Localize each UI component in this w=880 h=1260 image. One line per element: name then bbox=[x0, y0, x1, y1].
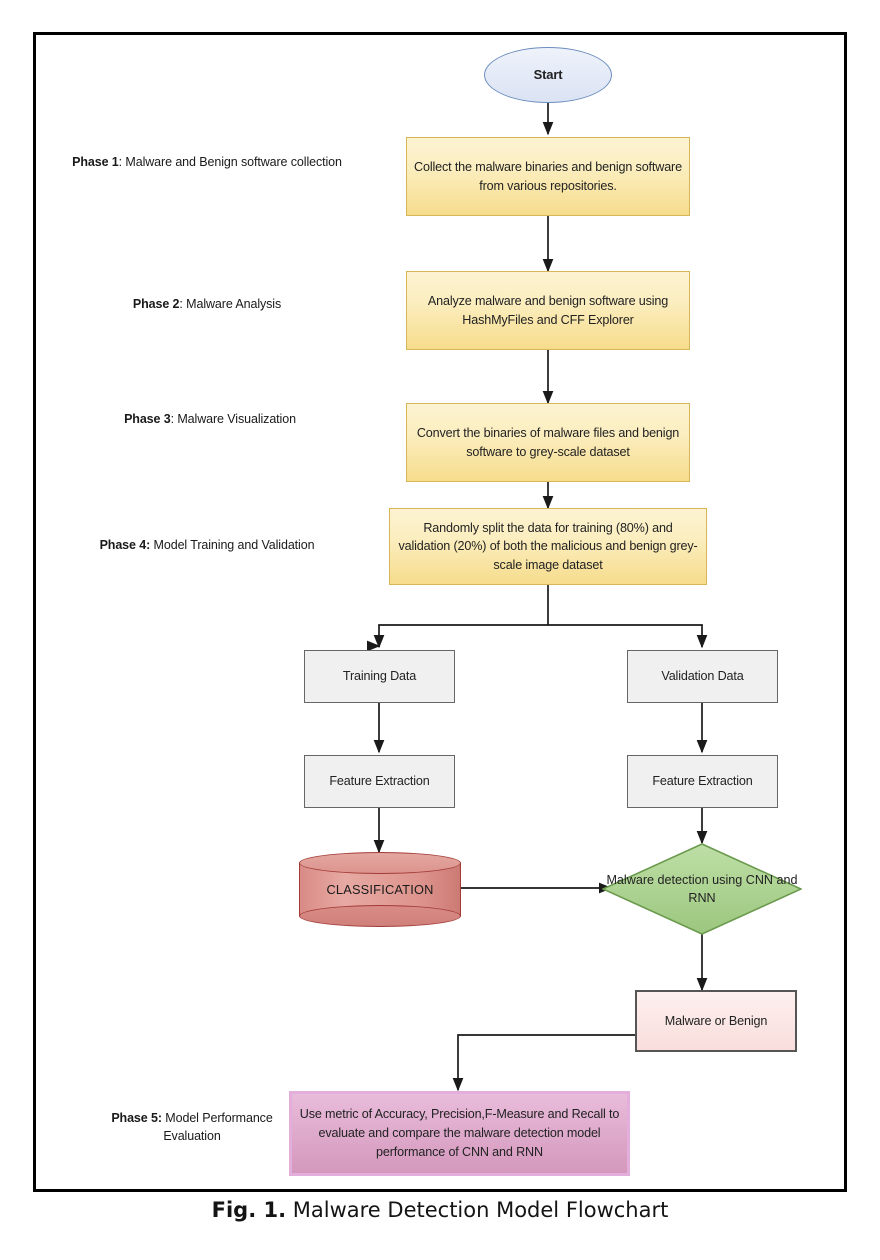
node-convert-binaries[interactable]: Convert the binaries of malware files an… bbox=[406, 403, 690, 482]
node-validation-data[interactable]: Validation Data bbox=[627, 650, 778, 703]
node-feature-extraction-left-label: Feature Extraction bbox=[329, 774, 430, 789]
node-training-data-label: Training Data bbox=[342, 669, 417, 684]
phase-5-strong: Phase 5: bbox=[111, 1111, 162, 1125]
node-evaluation-metrics[interactable]: Use metric of Accuracy, Precision,F-Meas… bbox=[289, 1091, 630, 1176]
node-split-label: Randomly split the data for training (80… bbox=[398, 520, 698, 572]
cylinder-bottom-ellipse bbox=[299, 905, 461, 927]
phase-4-strong: Phase 4: bbox=[99, 538, 151, 552]
phase-label-5: Phase 5: Model Performance Evaluation bbox=[92, 1109, 292, 1145]
phase-label-3: Phase 3: Malware Visualization bbox=[110, 410, 310, 428]
node-start-label: Start bbox=[533, 66, 563, 82]
node-classification-database[interactable]: CLASSIFICATION bbox=[299, 852, 461, 927]
cylinder-top-ellipse bbox=[299, 852, 461, 874]
node-validation-data-label: Validation Data bbox=[661, 669, 744, 684]
phase-2-strong: Phase 2 bbox=[132, 297, 180, 311]
node-split-data[interactable]: Randomly split the data for training (80… bbox=[389, 508, 707, 585]
phase-4-rest: Model Training and Validation bbox=[150, 538, 315, 552]
phase-2-rest: : Malware Analysis bbox=[179, 297, 282, 311]
node-feature-extraction-left[interactable]: Feature Extraction bbox=[304, 755, 455, 808]
node-classification-label: CLASSIFICATION bbox=[326, 882, 434, 897]
phase-3-strong: Phase 3 bbox=[124, 412, 171, 426]
node-malware-or-benign[interactable]: Malware or Benign bbox=[635, 990, 797, 1052]
node-collect-binaries[interactable]: Collect the malware binaries and benign … bbox=[406, 137, 690, 216]
phase-1-rest: : Malware and Benign software collection bbox=[118, 155, 342, 169]
node-malware-detection-decision[interactable]: Malware detection using CNN and RNN bbox=[602, 843, 802, 935]
phase-label-4: Phase 4: Model Training and Validation bbox=[62, 536, 352, 554]
node-collect-label: Collect the malware binaries and benign … bbox=[414, 160, 682, 193]
phase-3-rest: : Malware Visualization bbox=[170, 412, 296, 426]
node-analyze-label: Analyze malware and benign software usin… bbox=[427, 294, 669, 327]
phase-label-2: Phase 2: Malware Analysis bbox=[62, 295, 352, 313]
caption-text: Malware Detection Model Flowchart bbox=[286, 1198, 669, 1222]
node-analyze-malware[interactable]: Analyze malware and benign software usin… bbox=[406, 271, 690, 350]
diamond-shape bbox=[602, 843, 802, 935]
node-evaluation-label: Use metric of Accuracy, Precision,F-Meas… bbox=[299, 1107, 620, 1159]
node-detection-label: Malware detection using CNN and RNN bbox=[606, 872, 798, 906]
node-malware-or-benign-label: Malware or Benign bbox=[664, 1013, 768, 1028]
node-feature-extraction-right[interactable]: Feature Extraction bbox=[627, 755, 778, 808]
node-feature-extraction-right-label: Feature Extraction bbox=[652, 774, 753, 789]
caption-prefix: Fig. 1. bbox=[211, 1198, 287, 1222]
figure-caption: Fig. 1. Malware Detection Model Flowchar… bbox=[0, 1198, 880, 1222]
phase-5-rest: Model Performance Evaluation bbox=[161, 1111, 273, 1143]
node-start[interactable]: Start bbox=[484, 47, 612, 103]
node-training-data[interactable]: Training Data bbox=[304, 650, 455, 703]
node-convert-label: Convert the binaries of malware files an… bbox=[416, 426, 680, 459]
phase-label-1: Phase 1: Malware and Benign software col… bbox=[62, 153, 352, 171]
phase-1-strong: Phase 1 bbox=[72, 155, 119, 169]
